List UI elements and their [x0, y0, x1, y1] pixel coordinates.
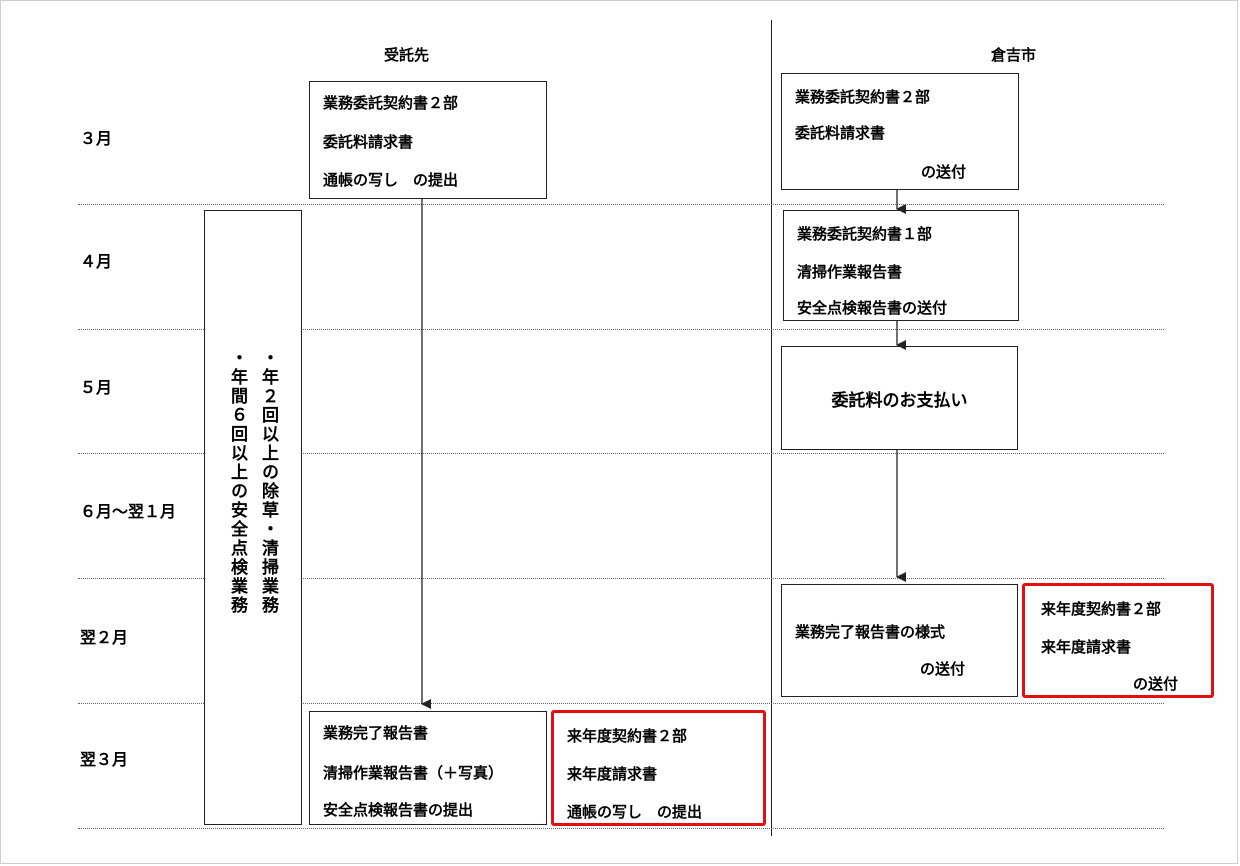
- month-label-may: ５月: [80, 378, 113, 397]
- city-completion-form-box: 業務完了報告書の様式 の送付: [781, 584, 1018, 697]
- contractor-march-submission-box: 業務委託契約書２部 委託料請求書 通帳の写し の提出: [309, 81, 547, 199]
- box-line: 業務委託契約書２部: [795, 88, 931, 106]
- column-divider: [771, 20, 772, 836]
- box-line: 来年度請求書: [1041, 638, 1132, 656]
- box-line: の送付: [921, 163, 967, 181]
- box-line: の送付: [1133, 675, 1179, 693]
- city-march-send-box: 業務委託契約書２部 委託料請求書 の送付: [781, 73, 1019, 190]
- contractor-header: 受託先: [384, 46, 430, 64]
- box-line: 通帳の写し の提出: [323, 171, 459, 189]
- city-next-year-documents-box: 来年度契約書２部 来年度請求書 の送付: [1022, 583, 1214, 698]
- row-separator: [78, 329, 1164, 330]
- box-line: 清掃作業報告書: [797, 263, 903, 281]
- contractor-next-year-documents-box: 来年度契約書２部 来年度請求書 通帳の写し の提出: [551, 710, 766, 826]
- box-line: の送付: [920, 660, 966, 678]
- box-line: 業務委託契約書１部: [797, 225, 933, 243]
- box-line: 通帳の写し の提出: [567, 803, 703, 821]
- city-april-send-box: 業務委託契約書１部 清掃作業報告書 安全点検報告書の送付: [783, 210, 1019, 321]
- box-line: 来年度請求書: [567, 765, 658, 783]
- box-line: 来年度契約書２部: [1041, 600, 1162, 618]
- month-label-next-february: 翌２月: [80, 628, 129, 647]
- contractor-completion-reports-box: 業務完了報告書 清掃作業報告書（＋写真） 安全点検報告書の提出: [309, 711, 547, 825]
- box-line: 委託料請求書: [323, 133, 414, 151]
- month-label-march: ３月: [80, 129, 113, 148]
- box-line: 来年度契約書２部: [567, 727, 688, 745]
- month-label-next-march: 翌３月: [80, 750, 129, 769]
- duty-cleaning: ・年２回以上の除草・清掃業務: [258, 349, 278, 615]
- row-separator: [78, 204, 1164, 205]
- duty-safety-inspection: ・年間６回以上の安全点検業務: [227, 349, 247, 615]
- box-line: 清掃作業報告書（＋写真）: [323, 764, 504, 782]
- payment-text: 委託料のお支払い: [831, 390, 968, 411]
- box-line: 委託料請求書: [795, 124, 886, 142]
- box-line: 安全点検報告書の提出: [323, 801, 474, 819]
- row-separator: [78, 703, 1164, 704]
- box-line: 業務委託契約書２部: [323, 94, 459, 112]
- box-line: 業務完了報告書の様式: [795, 623, 946, 641]
- box-line: 業務完了報告書: [323, 724, 429, 742]
- row-separator: [78, 578, 1164, 579]
- row-separator: [78, 828, 1164, 829]
- month-label-june-january: ６月～翌１月: [80, 502, 177, 521]
- box-line: 安全点検報告書の送付: [797, 299, 948, 317]
- month-label-april: ４月: [80, 252, 113, 271]
- row-separator: [78, 453, 1164, 454]
- work-duties-box: ・年２回以上の除草・清掃業務 ・年間６回以上の安全点検業務: [204, 210, 302, 825]
- city-header: 倉吉市: [991, 46, 1037, 64]
